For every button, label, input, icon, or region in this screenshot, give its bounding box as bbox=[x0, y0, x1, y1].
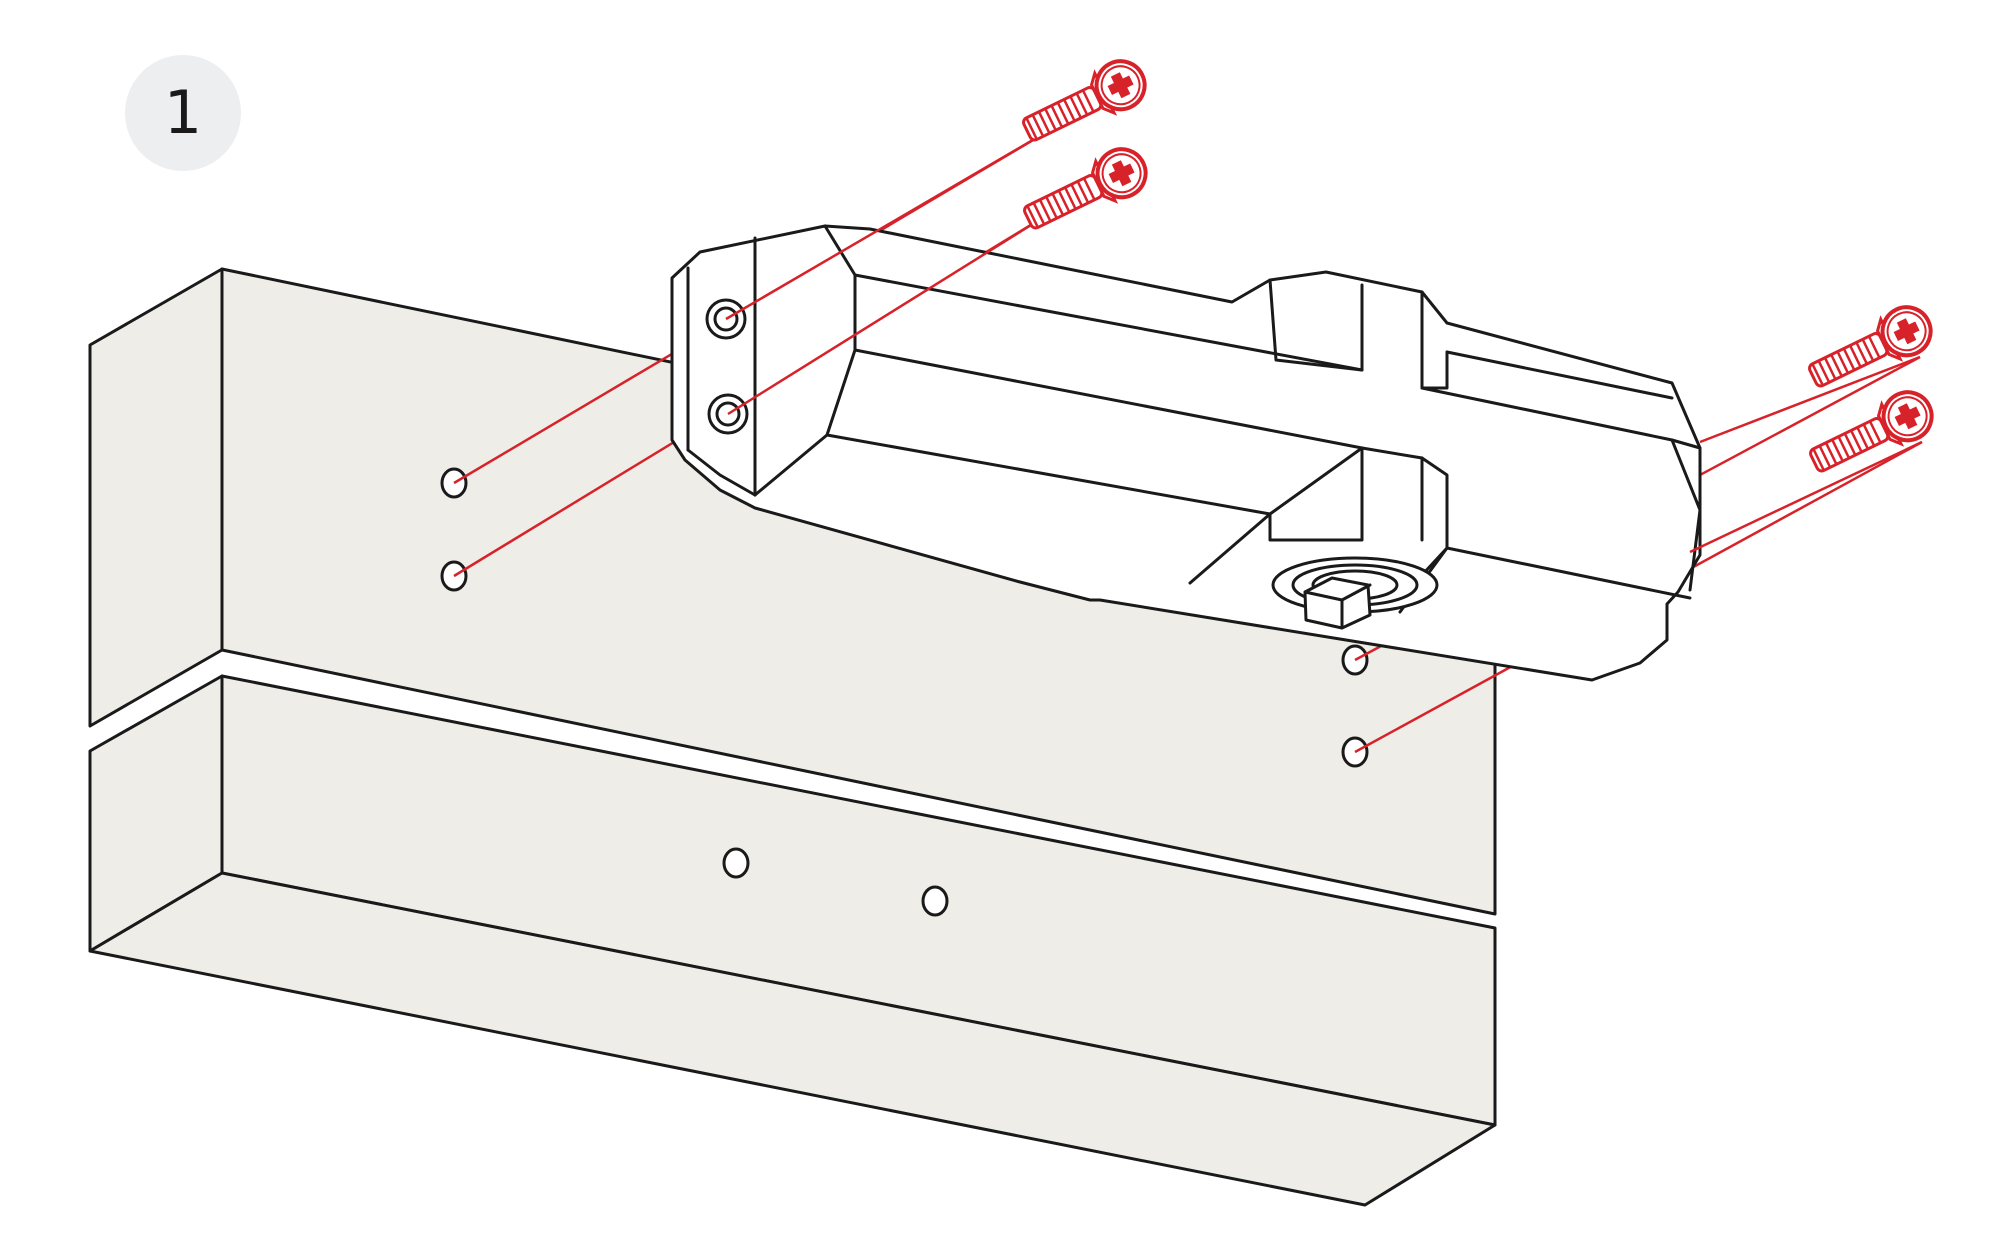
lower-block-bottom-face bbox=[88, 871, 1497, 1207]
door-frame bbox=[88, 267, 1497, 1207]
upper-block-side-face bbox=[88, 267, 224, 728]
pinion-shaft bbox=[1303, 576, 1372, 630]
screw-icon bbox=[1018, 141, 1154, 240]
frame-hole bbox=[921, 885, 949, 917]
step-badge: 1 bbox=[125, 55, 241, 171]
step-number: 1 bbox=[164, 78, 202, 148]
frame-hole bbox=[722, 847, 750, 879]
closer-body bbox=[670, 224, 1702, 682]
screw-guide-overlay bbox=[725, 128, 1923, 554]
screw-icon bbox=[1017, 53, 1153, 152]
door-closer bbox=[670, 224, 1702, 682]
